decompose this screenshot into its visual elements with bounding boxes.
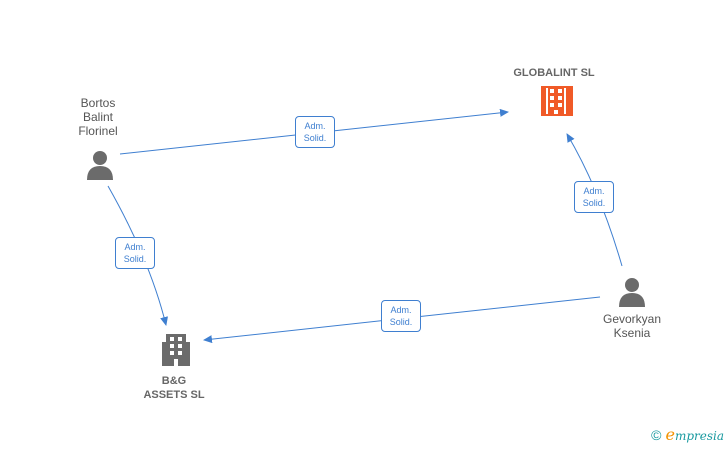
company-label-bg-assets[interactable]: B&G ASSETS SL xyxy=(126,374,222,402)
person-label-line: Bortos xyxy=(80,96,116,110)
building-icon[interactable] xyxy=(160,334,192,366)
brand-logo-e: e xyxy=(665,425,675,444)
edge-label-line: Adm. xyxy=(583,186,605,196)
edge-label-bortos-globalint[interactable]: Adm. Solid. xyxy=(295,116,335,148)
person-label-line: Gevorkyan xyxy=(602,312,662,326)
company-label-line: ASSETS SL xyxy=(143,389,205,401)
empresia-watermark: ©empresia xyxy=(651,425,724,444)
edge-label-gevorkyan-bg-assets[interactable]: Adm. Solid. xyxy=(381,300,421,332)
copyright-symbol: © xyxy=(651,427,662,443)
edge-label-line: Adm. xyxy=(124,242,146,252)
building-icon[interactable] xyxy=(541,86,573,116)
edge-label-bortos-bg-assets[interactable]: Adm. Solid. xyxy=(115,237,155,269)
edge-label-line: Solid. xyxy=(582,198,606,208)
person-icon[interactable] xyxy=(87,151,113,180)
person-label-line: Ksenia xyxy=(613,326,651,340)
brand-logo-text: mpresia xyxy=(674,429,724,443)
person-label-bortos[interactable]: Bortos Balint Florinel xyxy=(58,96,138,138)
person-label-line: Florinel xyxy=(78,124,118,138)
company-label-line: B&G xyxy=(161,375,187,387)
edge-label-line: Solid. xyxy=(389,317,413,327)
person-label-gevorkyan[interactable]: Gevorkyan Ksenia xyxy=(586,312,678,340)
edge-label-line: Adm. xyxy=(390,305,412,315)
person-icon[interactable] xyxy=(619,278,645,307)
edge-label-line: Solid. xyxy=(303,133,327,143)
edge-label-line: Solid. xyxy=(123,254,147,264)
edge-label-line: Adm. xyxy=(304,121,326,131)
company-label-globalint[interactable]: GLOBALINT SL xyxy=(513,67,595,79)
edge-label-gevorkyan-globalint[interactable]: Adm. Solid. xyxy=(574,181,614,213)
person-label-line: Balint xyxy=(82,110,114,124)
